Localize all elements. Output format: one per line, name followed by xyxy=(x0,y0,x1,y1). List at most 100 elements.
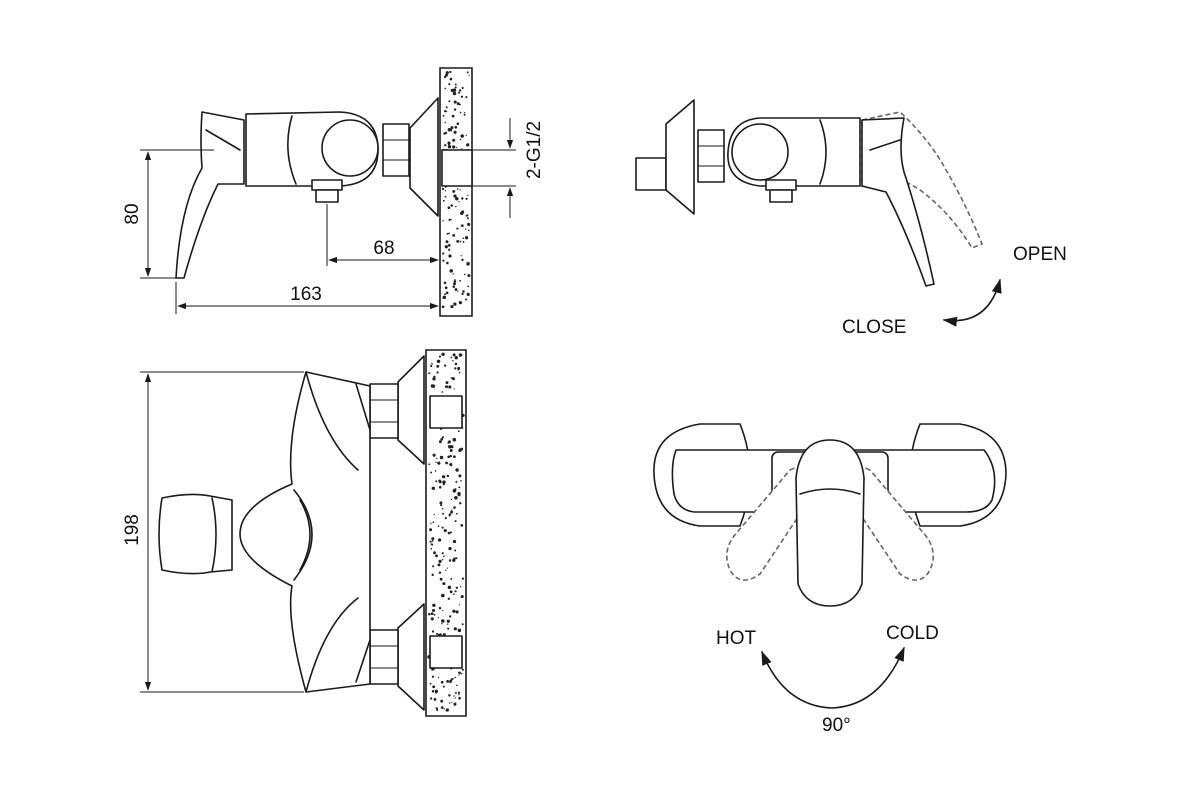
speckle-dot xyxy=(454,496,458,500)
speckle-dot xyxy=(454,549,457,552)
wall-section-side xyxy=(439,67,473,317)
speckle-dot xyxy=(432,453,436,457)
speckle-dot xyxy=(460,595,464,598)
speckle-dot xyxy=(444,190,447,192)
speckle-dot xyxy=(444,245,448,249)
speckle-dot xyxy=(468,74,470,77)
temperature-operation-view: HOT COLD 90° xyxy=(653,423,1007,736)
speckle-dot xyxy=(448,694,451,697)
speckle-dot xyxy=(460,134,464,138)
speckle-dot xyxy=(451,114,455,118)
speckle-dot xyxy=(458,201,460,203)
speckle-dot xyxy=(442,199,445,202)
speckle-dot xyxy=(433,613,436,616)
speckle-dot xyxy=(438,571,442,574)
speckle-dot xyxy=(455,586,458,589)
speckle-dot xyxy=(459,138,462,141)
speckle-dot xyxy=(446,232,449,235)
speckle-dot xyxy=(450,204,453,207)
speckle-dot xyxy=(442,295,447,300)
speckle-dot xyxy=(435,632,439,635)
speckle-dot xyxy=(432,685,436,689)
speckle-dot xyxy=(450,578,453,580)
speckle-dot xyxy=(449,590,453,594)
speckle-dot xyxy=(443,281,447,285)
speckle-dot xyxy=(431,486,436,491)
speckle-dot xyxy=(461,668,464,671)
speckle-dot xyxy=(455,557,458,560)
speckle-dot xyxy=(438,486,442,489)
speckle-dot xyxy=(430,617,434,621)
speckle-dot xyxy=(456,512,458,515)
body-boss-side xyxy=(321,119,379,177)
speckle-dot xyxy=(452,437,457,442)
speckle-dot xyxy=(460,255,462,257)
speckle-dot xyxy=(452,91,457,96)
speckle-dot xyxy=(431,362,433,365)
speckle-dot xyxy=(444,195,447,198)
speckle-dot xyxy=(434,470,437,472)
speckle-dot xyxy=(441,305,445,309)
speckle-dot xyxy=(445,71,449,75)
speckle-dot xyxy=(451,377,455,381)
speckle-dot xyxy=(453,302,457,306)
speckle-dot xyxy=(461,258,464,261)
speckle-dot xyxy=(448,248,451,251)
speckle-dot xyxy=(441,187,445,191)
outlet-op xyxy=(769,189,793,203)
speckle-dot xyxy=(461,148,463,150)
speckle-dot xyxy=(444,131,448,135)
speckle-dot xyxy=(436,457,438,460)
speckle-dot xyxy=(451,509,453,511)
speckle-dot xyxy=(447,627,450,630)
speckle-dot xyxy=(450,445,454,449)
speckle-dot xyxy=(448,218,451,221)
speckle-dot xyxy=(448,702,451,704)
speckle-dot xyxy=(466,71,469,74)
speckle-dot xyxy=(458,353,463,357)
label-163: 163 xyxy=(290,284,322,305)
speckle-dot xyxy=(428,463,431,466)
speckle-dot xyxy=(441,508,444,510)
speckle-dot xyxy=(438,559,442,564)
speckle-dot xyxy=(453,280,457,283)
speckle-dot xyxy=(465,96,468,99)
label-thread: 2-G1/2 xyxy=(524,121,545,179)
speckle-dot xyxy=(447,597,450,600)
speckle-dot xyxy=(456,239,460,243)
speckle-dot xyxy=(463,113,466,116)
speckle-dot xyxy=(438,440,442,444)
speckle-dot xyxy=(458,604,460,606)
speckle-dot xyxy=(449,454,452,458)
speckle-dot xyxy=(441,558,444,561)
speckle-dot xyxy=(440,680,444,684)
speckle-dot xyxy=(455,468,459,472)
speckle-dot xyxy=(433,551,436,554)
speckle-dot xyxy=(452,189,456,193)
speckle-dot xyxy=(430,612,434,616)
speckle-dot xyxy=(428,613,431,616)
speckle-dot xyxy=(459,279,462,282)
speckle-dot xyxy=(440,504,443,507)
speckle-dot xyxy=(441,622,443,625)
dim-height-side: 80 xyxy=(122,149,214,279)
speckle-dot xyxy=(454,288,458,291)
speckle-dot xyxy=(448,513,452,516)
speckle-dot xyxy=(442,482,446,486)
speckle-dot xyxy=(445,106,448,109)
speckle-dot xyxy=(461,210,465,214)
speckle-dot xyxy=(436,709,439,712)
speckle-dot xyxy=(435,461,437,463)
speckle-dot xyxy=(454,520,457,523)
speckle-dot xyxy=(430,547,433,550)
speckle-dot xyxy=(458,486,461,489)
hex-nut-op xyxy=(697,129,725,183)
nut-upper xyxy=(369,383,399,439)
speckle-dot xyxy=(439,577,443,581)
speckle-dot xyxy=(447,127,452,132)
speckle-dot xyxy=(461,86,464,90)
speckle-dot xyxy=(445,381,449,385)
speckle-dot xyxy=(443,364,447,367)
speckle-dot xyxy=(443,529,447,533)
